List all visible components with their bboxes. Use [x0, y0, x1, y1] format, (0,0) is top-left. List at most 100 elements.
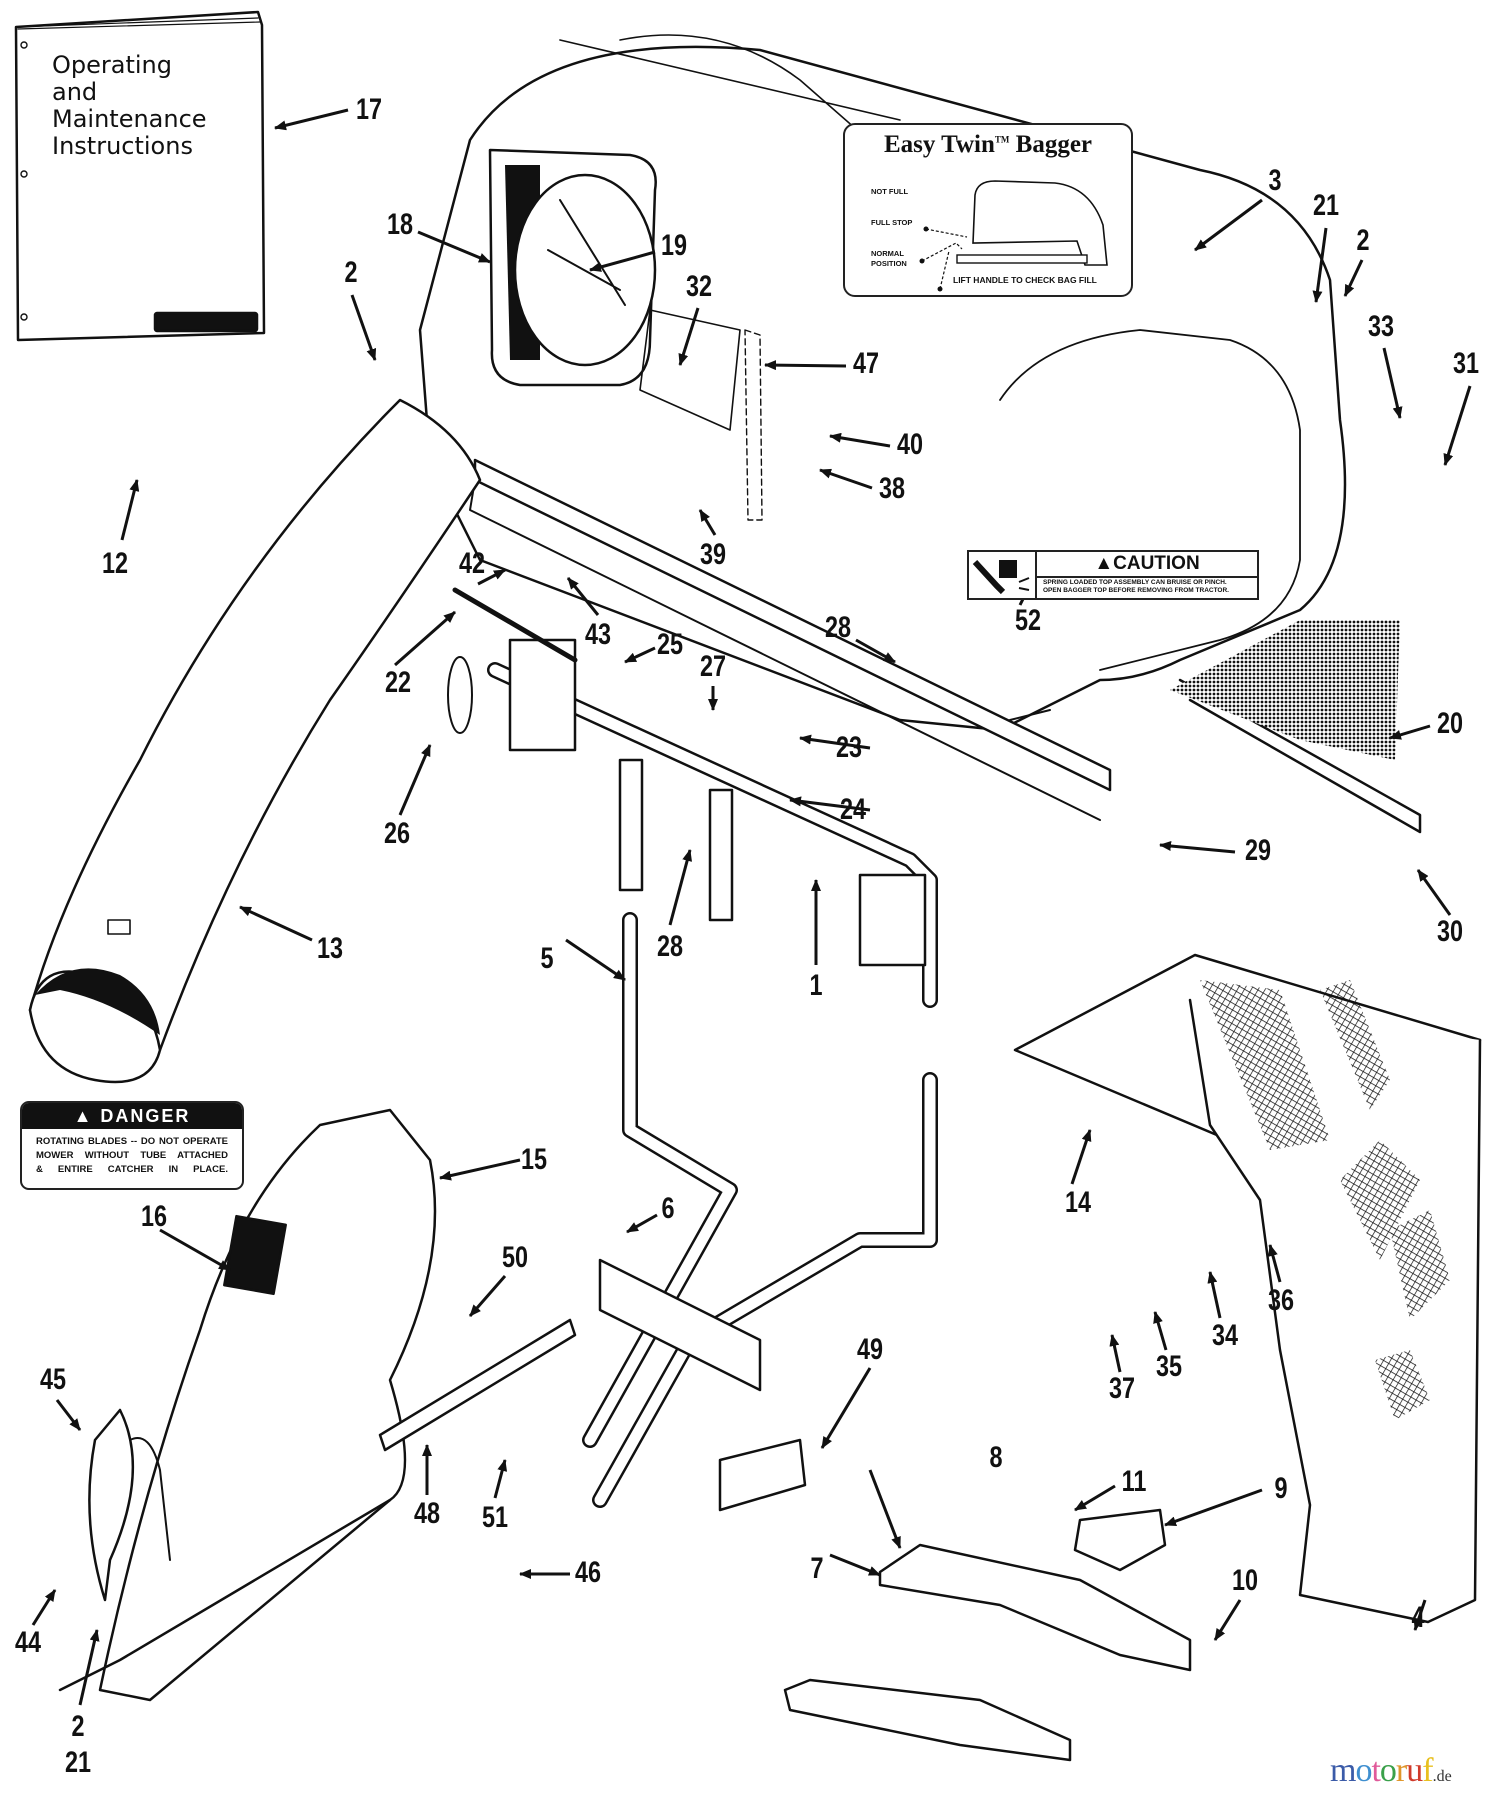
warning-triangle-icon: ▲ — [73, 1106, 101, 1126]
callout-label: 6 — [661, 1192, 675, 1225]
danger-line: ROTATING BLADES -- DO NOT OPERATE — [36, 1136, 228, 1147]
callout-label: 9 — [1274, 1472, 1288, 1505]
callout-label: 32 — [685, 270, 713, 303]
callout-label: 27 — [699, 650, 727, 683]
callout-label: 15 — [520, 1143, 548, 1176]
caution-heading: ▲CAUTION — [1037, 552, 1257, 578]
brace-48 — [378, 1318, 577, 1452]
callout-label: 25 — [656, 628, 684, 661]
callout-label: 5 — [540, 942, 554, 975]
callout-label: 38 — [878, 472, 906, 505]
callout-label: 2 — [1356, 224, 1370, 257]
callout-label: 13 — [316, 932, 344, 965]
callout-label: 16 — [140, 1200, 168, 1233]
discharge-tube — [28, 398, 482, 1084]
callout-label: 21 — [64, 1746, 92, 1779]
lift-handle-hint: LIFT HANDLE TO CHECK BAG FILL — [953, 275, 1097, 285]
watermark-logo: motoruf — [1330, 1752, 1434, 1789]
callout-label: 2 — [344, 256, 358, 289]
callout-label: 18 — [386, 208, 414, 241]
danger-line: & ENTIRE CATCHER IN PLACE. — [36, 1164, 228, 1175]
danger-line: MOWER WITHOUT TUBE ATTACHED — [36, 1150, 228, 1161]
watermark-letter: r — [1395, 1752, 1407, 1789]
watermark-letter: o — [1379, 1752, 1397, 1789]
callout-label: 8 — [989, 1441, 1003, 1474]
caution-heading-text: CAUTION — [1113, 553, 1200, 574]
callout-label: 37 — [1108, 1372, 1136, 1405]
mounting-frame — [487, 638, 938, 1008]
watermark-letter: u — [1406, 1752, 1423, 1789]
callout-label: 10 — [1231, 1564, 1259, 1597]
decal-title-suffix: Bagger — [1015, 131, 1093, 158]
handle-illustration — [919, 180, 1108, 292]
callout-label: 14 — [1064, 1186, 1092, 1219]
support-tube — [582, 912, 938, 1508]
callout-label: 34 — [1211, 1319, 1239, 1352]
callout-label: 21 — [1312, 189, 1340, 222]
callout-label: 19 — [660, 229, 688, 262]
callout-label: 51 — [481, 1501, 509, 1534]
caution-line: SPRING LOADED TOP ASSEMBLY CAN BRUISE OR… — [1043, 579, 1227, 586]
danger-heading-text: DANGER — [100, 1106, 191, 1126]
manual-cover-text: Operating and Maintenance Instructions — [52, 52, 207, 160]
watermark-letter: f — [1422, 1752, 1433, 1789]
screen-mesh — [1170, 620, 1400, 760]
danger-decal: ▲ DANGER ROTATING BLADES -- DO NOT OPERA… — [20, 1101, 244, 1190]
manual-line: Operating — [52, 51, 172, 79]
bracket-49 — [718, 1438, 807, 1512]
callout-label: 28 — [824, 611, 852, 644]
watermark-suffix: .de — [1432, 1768, 1452, 1785]
caution-decal: ▲CAUTION SPRING LOADED TOP ASSEMBLY CAN … — [967, 550, 1259, 600]
caution-line: OPEN BAGGER TOP BEFORE REMOVING FROM TRA… — [1043, 587, 1229, 594]
decal-title-main: Easy Twin — [883, 131, 995, 158]
callout-label: 42 — [458, 547, 486, 580]
hinge-rail — [469, 458, 1422, 834]
callout-label: 3 — [1268, 164, 1282, 197]
callout-label: 2 — [71, 1710, 85, 1743]
chute-adapter — [58, 1108, 437, 1702]
hinge-rod-22 — [452, 587, 578, 663]
callout-label: 31 — [1452, 347, 1480, 380]
callout-label: 49 — [856, 1333, 884, 1366]
callout-label: 39 — [699, 538, 727, 571]
callout-label: 12 — [101, 547, 129, 580]
callout-label: 40 — [896, 428, 924, 461]
callout-label: 24 — [839, 793, 867, 826]
caution-body: SPRING LOADED TOP ASSEMBLY CAN BRUISE OR… — [1043, 579, 1229, 595]
motoruf-watermark: motoruf.de — [1330, 1752, 1452, 1790]
danger-heading: ▲ DANGER — [22, 1103, 242, 1129]
pinch-hazard-icon — [969, 552, 1037, 598]
danger-body: ROTATING BLADES -- DO NOT OPERATE MOWER … — [22, 1129, 242, 1183]
trademark-mark: TM — [994, 134, 1010, 145]
callout-label: 45 — [39, 1363, 67, 1396]
callout-label: 46 — [574, 1556, 602, 1589]
callout-label: 26 — [383, 817, 411, 850]
decal-title: Easy TwinTM Bagger — [845, 131, 1131, 159]
grass-bag — [1013, 953, 1482, 1624]
watermark-letter: t — [1371, 1752, 1381, 1789]
leader-lines — [31, 108, 1472, 1706]
callout-label: 47 — [852, 347, 880, 380]
callout-label: 48 — [413, 1497, 441, 1530]
callout-label: 30 — [1436, 915, 1464, 948]
operating-manual — [14, 10, 266, 342]
easy-twin-bagger-decal: Easy TwinTM Bagger NOT FULL FULL STOP NO… — [843, 123, 1133, 297]
manual-line: and — [52, 78, 98, 106]
callout-label: 22 — [384, 666, 412, 699]
callout-label: 11 — [1121, 1465, 1147, 1498]
watermark-letter: o — [1355, 1752, 1372, 1789]
callout-label: 52 — [1014, 604, 1042, 637]
callout-label: 29 — [1244, 834, 1272, 867]
callout-label: 17 — [355, 93, 383, 126]
callout-label: 20 — [1436, 707, 1464, 740]
callout-label: 44 — [14, 1626, 42, 1659]
mower-blade — [783, 1508, 1192, 1762]
manual-line: Instructions — [52, 132, 193, 160]
not-full-label: NOT FULL — [871, 187, 909, 196]
normal-position-label: NORMAL POSITION — [871, 249, 907, 268]
callout-label: 28 — [656, 930, 684, 963]
callout-label: 33 — [1367, 310, 1395, 343]
callout-label: 43 — [584, 618, 612, 651]
full-stop-label: FULL STOP — [871, 218, 913, 227]
